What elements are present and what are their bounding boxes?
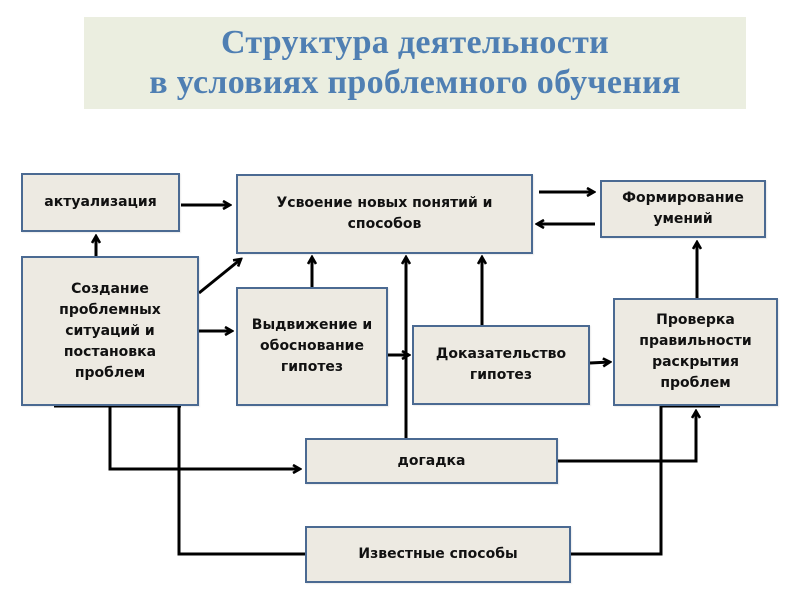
node-verification: Проверка правильности раскрытия проблем xyxy=(613,298,778,406)
node-assimilation: Усвоение новых понятий и способов xyxy=(236,174,533,254)
node-hypotheses: Выдвижение и обоснование гипотез xyxy=(236,287,388,406)
node-proof: Доказательство гипотез xyxy=(412,325,590,405)
node-guess: догадка xyxy=(305,438,558,484)
edge-problem-to-known-methods xyxy=(177,406,305,556)
title-line-1: Структура деятельности xyxy=(220,24,610,61)
title-line-2: в условиях проблемного обучения xyxy=(149,64,681,101)
node-actualization: актуализация xyxy=(21,173,180,232)
edge-known-methods-to-verification xyxy=(571,404,720,556)
title-banner: Структура деятельности в условиях пробле… xyxy=(84,17,746,109)
edge-proof-to-verification xyxy=(589,362,610,363)
node-skills: Формирование умений xyxy=(600,180,766,238)
edge-guess-to-verification xyxy=(558,411,696,463)
node-known-methods: Известные способы xyxy=(305,526,571,583)
edge-problem-to-guess xyxy=(108,406,300,469)
node-problem-creation: Создание проблемных ситуаций и постановк… xyxy=(21,256,199,406)
edge-problem-to-assimilation xyxy=(198,259,241,295)
